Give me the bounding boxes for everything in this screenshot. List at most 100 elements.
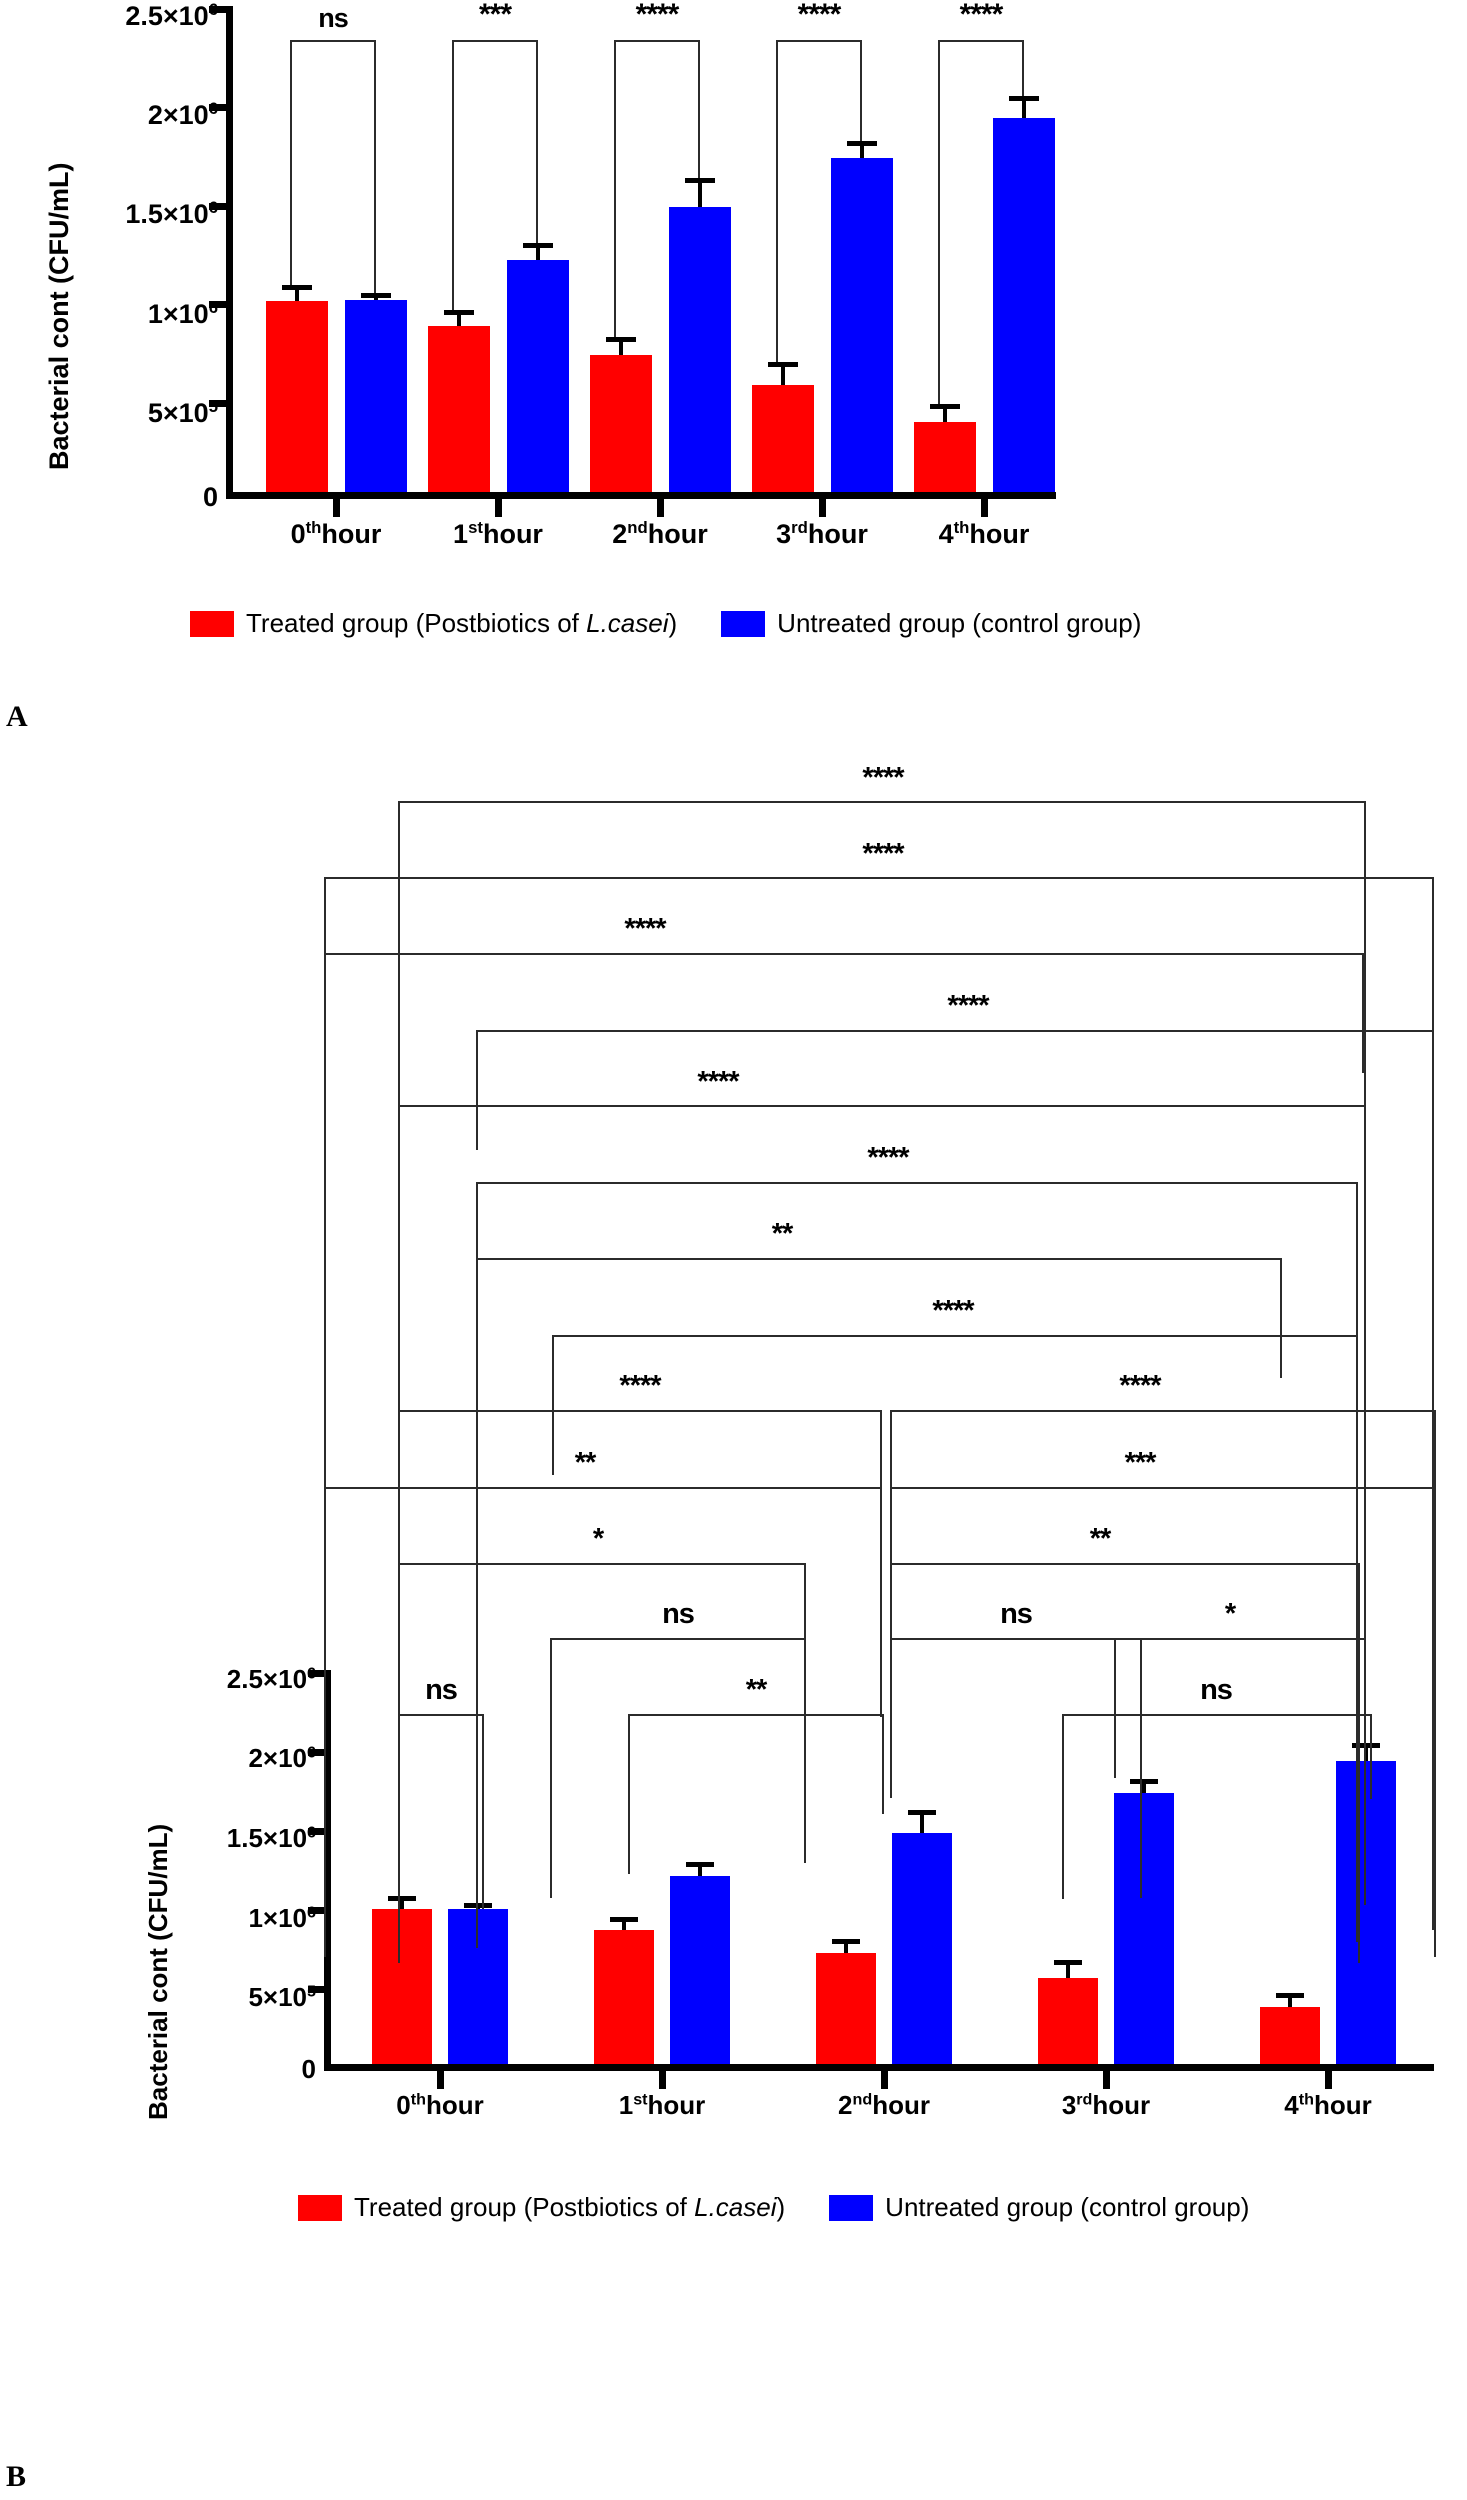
bar-a-0th-treated: [266, 301, 328, 492]
panel-b-ytick-2500000: 2.5×106: [226, 1664, 316, 1694]
panel-a-xtick-mark-2nd: [657, 499, 664, 517]
panel-a-xtick-mark-4th: [981, 499, 988, 517]
legend-item-untreated: Untreated group (control group): [721, 608, 1141, 639]
sig-bracket-b-19: [628, 1714, 884, 1894]
bar-a-1st-treated: [428, 326, 490, 492]
legend-item-untreated-b: Untreated group (control group): [829, 2192, 1249, 2223]
errorbar-b-2nd-untreated: [908, 1810, 936, 1833]
panel-a-ytick-0: 0: [202, 482, 218, 512]
sig-bracket-b-4: [476, 1030, 1434, 1930]
sig-label-b-6: ****: [867, 1142, 909, 1174]
bar-a-1st-untreated: [507, 260, 569, 492]
sig-bracket-b-16: [890, 1638, 1142, 1898]
bar-b-4th-treated: [1260, 2007, 1320, 2064]
sig-bracket-b-7: [476, 1258, 1282, 1948]
errorbar-a-1st-untreated: [523, 243, 553, 260]
bar-b-1st-untreated: [670, 1876, 730, 2064]
panel-a-xtick-mark-1st: [495, 499, 502, 517]
errorbar-a-0th-treated: [282, 285, 312, 301]
sig-label-a-0th: ns: [318, 3, 349, 33]
sig-label-b-3: ****: [624, 913, 666, 945]
panel-a-ytick-mark-2500000: [209, 6, 227, 13]
panel-b-xtick-label-2nd: 2ndhour: [838, 2090, 930, 2120]
panel-letter-a: A: [6, 700, 28, 733]
sig-label-b-8: ****: [932, 1295, 974, 1327]
panel-b-xtick-mark-0th: [437, 2071, 444, 2089]
bar-b-2nd-treated: [816, 1953, 876, 2064]
panel-b-legend: Treated group (Postbiotics of L.casei) U…: [298, 2192, 1249, 2223]
panel-b-ytick-1500000: 1.5×106: [226, 1823, 316, 1853]
bar-b-1st-treated: [594, 1930, 654, 2064]
panel-b-xtick-mark-2nd: [881, 2071, 888, 2089]
panel-a-ytick-2000000: 2×106: [147, 99, 218, 130]
panel-a-ytick-mark-500000: [209, 400, 227, 407]
bar-a-2nd-treated: [590, 355, 652, 492]
panel-b-ytick-mark-1500000: [308, 1828, 326, 1835]
panel-a-ytick-2500000: 2.5×106: [125, 0, 218, 31]
panel-a-ytick-1000000: 1×106: [147, 298, 218, 329]
sig-label-b-9: ****: [619, 1370, 661, 1402]
panel-a-ytick-1500000: 1.5×106: [125, 198, 218, 229]
sig-bracket-b-3: [324, 953, 1364, 1929]
sig-bracket-b-20: [1062, 1714, 1372, 1914]
errorbar-b-1st-untreated: [686, 1862, 714, 1876]
sig-label-b-15: ns: [662, 1598, 695, 1630]
panel-a-ytick-500000: 5×105: [147, 397, 218, 428]
bar-a-2nd-untreated: [669, 207, 731, 492]
sig-bracket-a-2nd: [614, 40, 700, 337]
sig-label-b-12: ***: [1124, 1447, 1157, 1479]
panel-b-y-axis: [324, 1670, 331, 2070]
panel-a-xtick-label-4th: 4thhour: [938, 518, 1030, 549]
panel-b-xtick-label-3rd: 3rdhour: [1061, 2090, 1151, 2120]
legend-label-untreated-b: Untreated group (control group): [885, 2192, 1250, 2222]
sig-bracket-a-3rd: [776, 40, 862, 362]
sig-label-a-3rd: ****: [797, 0, 842, 31]
legend-swatch-treated-icon: [190, 610, 234, 637]
sig-bracket-b-8: [552, 1335, 1358, 1955]
bar-b-0th-treated: [372, 1909, 432, 2064]
errorbar-a-2nd-untreated: [685, 178, 715, 207]
bar-a-3rd-untreated: [831, 158, 893, 492]
sig-label-a-1st: ***: [478, 0, 512, 31]
errorbar-a-4th-untreated: [1009, 96, 1039, 118]
sig-label-b-2: ****: [862, 838, 904, 870]
sig-bracket-b-17: [1114, 1638, 1366, 1898]
panel-b-xtick-label-0th: 0thhour: [396, 2090, 484, 2120]
sig-label-b-10: ****: [1119, 1370, 1161, 1402]
panel-a-y-axis: [226, 6, 233, 498]
panel-b-xtick-label-4th: 4thhour: [1284, 2090, 1372, 2120]
sig-bracket-b-11: [324, 1487, 882, 1957]
sig-label-b-7: **: [771, 1218, 794, 1250]
panel-a-xtick-mark-0th: [333, 499, 340, 517]
errorbar-a-3rd-untreated: [847, 141, 877, 158]
errorbar-b-2nd-treated: [832, 1939, 860, 1953]
panel-b-ytick-mark-1000000: [308, 1907, 326, 1914]
panel-a-xtick-label-1st: 1sthour: [453, 518, 543, 549]
panel-b-xtick-mark-3rd: [1103, 2071, 1110, 2089]
panel-b-ytick-mark-500000: [308, 1986, 326, 1993]
panel-a-ytick-mark-1500000: [209, 203, 227, 210]
bar-b-0th-untreated: [448, 1909, 508, 2064]
panel-a-ytick-mark-2000000: [209, 104, 227, 111]
legend-swatch-untreated-icon-b: [829, 2194, 874, 2221]
bar-b-3rd-untreated: [1114, 1793, 1174, 2064]
bar-a-3rd-treated: [752, 385, 814, 492]
panel-b-ytick-1000000: 1×106: [248, 1903, 316, 1933]
errorbar-b-4th-treated: [1276, 1993, 1304, 2007]
errorbar-b-0th-untreated: [464, 1903, 492, 1909]
panel-letter-b: B: [6, 2460, 27, 2493]
sig-bracket-a-0th: [290, 40, 376, 293]
panel-b: Bacterial cont (CFU/mL) 2.5×106 2×106 1.…: [0, 760, 1467, 2500]
errorbar-b-3rd-untreated: [1130, 1779, 1158, 1793]
panel-b-ytick-mark-2000000: [308, 1749, 326, 1756]
errorbar-b-4th-untreated: [1352, 1743, 1380, 1761]
panel-a-legend: Treated group (Postbiotics of L.casei) U…: [190, 608, 1141, 639]
sig-label-a-2nd: ****: [635, 0, 680, 31]
errorbar-b-1st-treated: [610, 1917, 638, 1930]
sig-bracket-b-15: [550, 1638, 806, 1898]
sig-label-b-13: *: [592, 1523, 604, 1555]
panel-a-ytick-mark-1000000: [209, 301, 227, 308]
panel-b-ytick-2000000: 2×106: [248, 1743, 316, 1773]
bar-b-3rd-treated: [1038, 1978, 1098, 2064]
